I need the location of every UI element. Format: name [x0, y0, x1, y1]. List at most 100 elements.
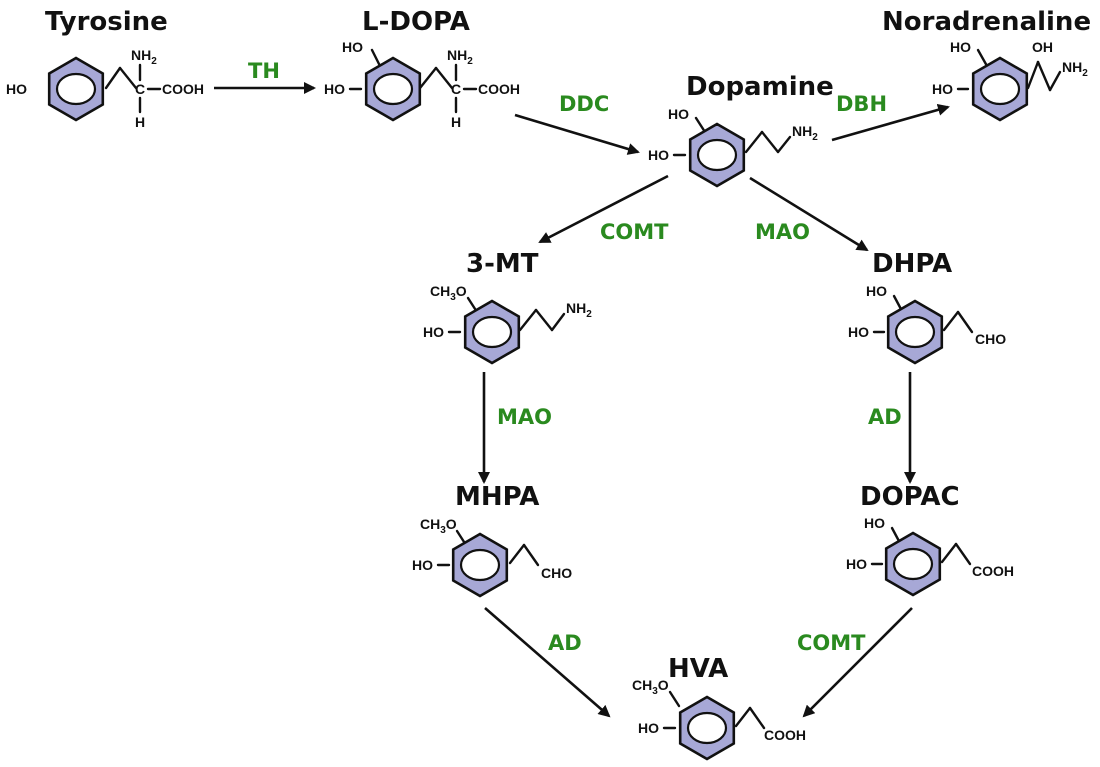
- bond: [976, 48, 989, 68]
- group-cooh: COOH: [764, 727, 806, 743]
- molecule-name-dopac: DOPAC: [860, 482, 960, 512]
- molecule-name-noradrenaline: Noradrenaline: [882, 7, 1091, 37]
- group-ch3o: CH3O: [430, 283, 467, 303]
- bond: [522, 543, 540, 567]
- group-cho: CHO: [975, 331, 1006, 347]
- group-nh2: NH2: [447, 47, 473, 67]
- arrow-ldopa-to-dopamine: [514, 113, 640, 155]
- bond: [954, 542, 972, 566]
- enzyme-ad-bottom: AD: [548, 631, 582, 655]
- group-ho-left: HO: [932, 81, 953, 97]
- benzene-ring-inner-dopac: [892, 547, 934, 581]
- bond: [518, 308, 538, 332]
- benzene-ring-inner-dhpa: [894, 315, 936, 349]
- molecule-dopamine: Dopamine HO HO NH2: [648, 72, 834, 163]
- bond: [104, 66, 122, 90]
- benzene-ring-inner-hva: [686, 711, 728, 745]
- group-oh: OH: [1032, 39, 1053, 55]
- molecule-l-dopa: L-DOPA HO HO NH2 C H COOH: [324, 7, 520, 130]
- group-nh2: NH2: [566, 300, 592, 320]
- group-ho-top: HO: [866, 283, 887, 299]
- bond: [434, 66, 454, 90]
- molecule-3-mt: 3-MT CH3O HO NH2: [423, 249, 592, 340]
- molecule-tyrosine: Tyrosine HO NH2 C H COOH: [6, 7, 204, 130]
- arrow-mhpa-to-hva: [484, 607, 611, 718]
- bond: [1026, 60, 1040, 90]
- enzyme-labels: TH DDC DBH COMT MAO MAO AD AD COMT: [248, 59, 902, 655]
- molecule-name-l-dopa: L-DOPA: [362, 7, 470, 37]
- group-c: C: [135, 81, 145, 97]
- enzyme-mao-left: MAO: [497, 405, 552, 429]
- bond: [694, 116, 707, 134]
- group-cooh: COOH: [478, 81, 520, 97]
- bond: [942, 310, 960, 332]
- bond: [1048, 70, 1062, 92]
- group-ch3o: CH3O: [420, 516, 457, 536]
- benzene-ring-inner-noradrenaline: [979, 72, 1021, 106]
- benzene-ring-inner-3-mt: [471, 315, 513, 349]
- group-cho: CHO: [541, 565, 572, 581]
- enzyme-ddc: DDC: [559, 92, 609, 116]
- group-ho-left: HO: [846, 556, 867, 572]
- bond: [956, 310, 974, 334]
- benzene-ring-inner-tyrosine: [55, 72, 97, 106]
- group-nh2: NH2: [1062, 59, 1088, 79]
- group-h: H: [451, 114, 461, 130]
- arrow-dopamine-to-dhpa: [749, 176, 869, 252]
- benzene-ring-inner-l-dopa: [372, 72, 414, 106]
- bond: [744, 130, 764, 154]
- molecule-name-dopamine: Dopamine: [686, 72, 834, 102]
- group-ho: HO: [638, 720, 659, 736]
- group-ho: HO: [412, 557, 433, 573]
- group-ho-left: HO: [848, 324, 869, 340]
- enzyme-comt-top: COMT: [600, 220, 669, 244]
- enzyme-ad-right: AD: [868, 405, 902, 429]
- molecule-name-3-mt: 3-MT: [466, 249, 539, 279]
- bond: [760, 130, 780, 154]
- bond: [508, 543, 526, 565]
- group-ho-top: HO: [342, 39, 363, 55]
- group-ho-top: HO: [668, 106, 689, 122]
- bond: [534, 308, 554, 332]
- group-cooh: COOH: [162, 81, 204, 97]
- enzyme-dbh: DBH: [836, 92, 887, 116]
- molecule-name-hva: HVA: [668, 654, 728, 684]
- group-nh2: NH2: [131, 47, 157, 67]
- enzyme-mao-top: MAO: [755, 220, 810, 244]
- molecule-name-tyrosine: Tyrosine: [45, 7, 168, 37]
- molecule-hva: HVA CH3O HO COOH: [632, 654, 806, 743]
- reaction-arrows: [214, 82, 950, 718]
- group-ch3o: CH3O: [632, 677, 669, 697]
- molecule-dhpa: DHPA HO HO CHO: [848, 249, 1006, 347]
- group-ho-top: HO: [864, 515, 885, 531]
- bond: [1036, 60, 1052, 92]
- bond: [370, 48, 382, 68]
- bond: [418, 66, 438, 90]
- enzyme-th: TH: [248, 59, 280, 83]
- enzyme-comt-bottom: COMT: [797, 631, 866, 655]
- molecule-mhpa: MHPA CH3O HO CHO: [412, 482, 572, 581]
- group-ho-top: HO: [950, 39, 971, 55]
- group-h: H: [135, 114, 145, 130]
- group-cooh: COOH: [972, 563, 1014, 579]
- benzene-ring-inner-mhpa: [459, 548, 501, 582]
- arrow-dopamine-to-3mt: [538, 174, 669, 244]
- arrow-dopamine-to-noradrenaline: [831, 103, 950, 142]
- bond: [550, 312, 566, 332]
- molecule-dopac: DOPAC HO HO COOH: [846, 482, 1014, 579]
- bond: [668, 690, 681, 708]
- group-ho: HO: [6, 81, 27, 97]
- molecule-name-mhpa: MHPA: [455, 482, 539, 512]
- benzene-ring-inner-dopamine: [696, 138, 738, 172]
- bond: [748, 706, 766, 730]
- group-c: C: [451, 81, 461, 97]
- bond: [776, 135, 792, 154]
- bond: [734, 706, 752, 728]
- group-ho-left: HO: [324, 81, 345, 97]
- bond: [118, 66, 138, 90]
- bond: [940, 542, 958, 564]
- molecule-noradrenaline: Noradrenaline HO HO OH NH2: [882, 7, 1091, 97]
- molecule-name-dhpa: DHPA: [872, 249, 952, 279]
